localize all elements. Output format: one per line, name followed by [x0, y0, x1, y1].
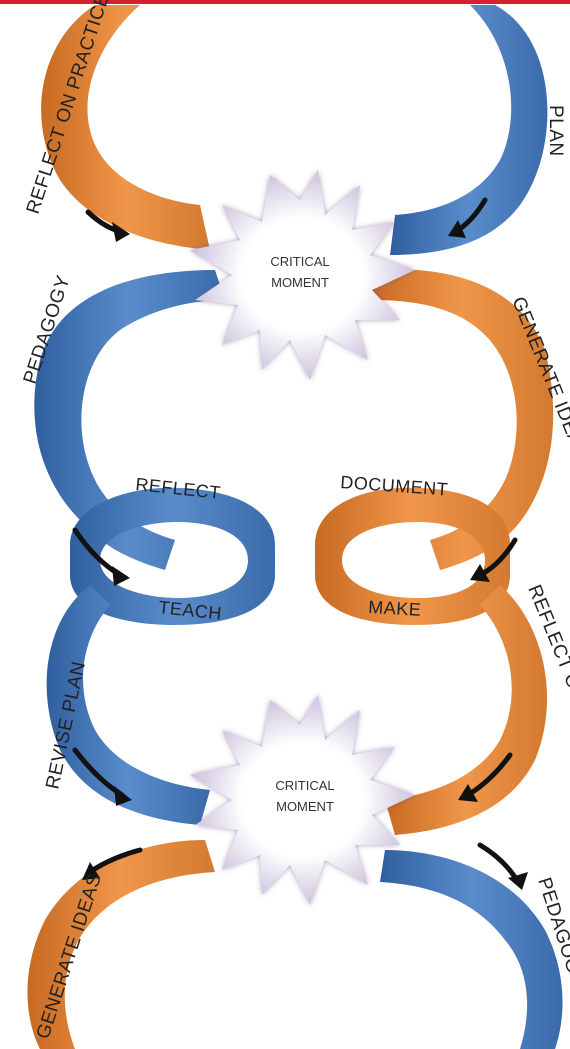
critical-moment-starburst-bottom	[190, 695, 415, 905]
arrowhead-bottom-left	[82, 862, 100, 880]
left-blue-ribbon	[34, 270, 225, 570]
label-make: MAKE	[368, 597, 422, 620]
bottom-blue-ribbon	[380, 850, 563, 1049]
arrowhead-bottom-right	[508, 872, 528, 890]
top-accent-bar	[0, 0, 570, 4]
label-plan: PLAN	[545, 105, 566, 157]
label-document: DOCUMENT	[340, 472, 449, 499]
critical-moment-top-line2: MOMENT	[271, 275, 329, 290]
arrowhead-top-left	[112, 222, 130, 242]
right-orange-ribbon	[370, 269, 554, 570]
make-ring	[315, 487, 510, 625]
arrowhead-top-right	[448, 220, 466, 238]
bottom-orange-ribbon	[27, 840, 215, 1049]
lower-right-orange-ribbon	[385, 585, 548, 835]
critical-moment-starburst-top	[190, 170, 415, 380]
arrowhead-mid-right	[470, 564, 490, 582]
teach-ring	[70, 487, 275, 625]
critical-moment-top-line1: CRITICAL	[270, 254, 329, 269]
critical-moment-bottom-line2: MOMENT	[276, 799, 334, 814]
top-blue-ribbon	[390, 5, 548, 255]
arrowhead-mid-left	[112, 566, 130, 586]
critical-moment-bottom-line1: CRITICAL	[275, 778, 334, 793]
top-orange-ribbon	[41, 5, 210, 250]
arrowhead-lower-right	[458, 784, 478, 802]
arrowhead-lower-left	[114, 786, 132, 806]
